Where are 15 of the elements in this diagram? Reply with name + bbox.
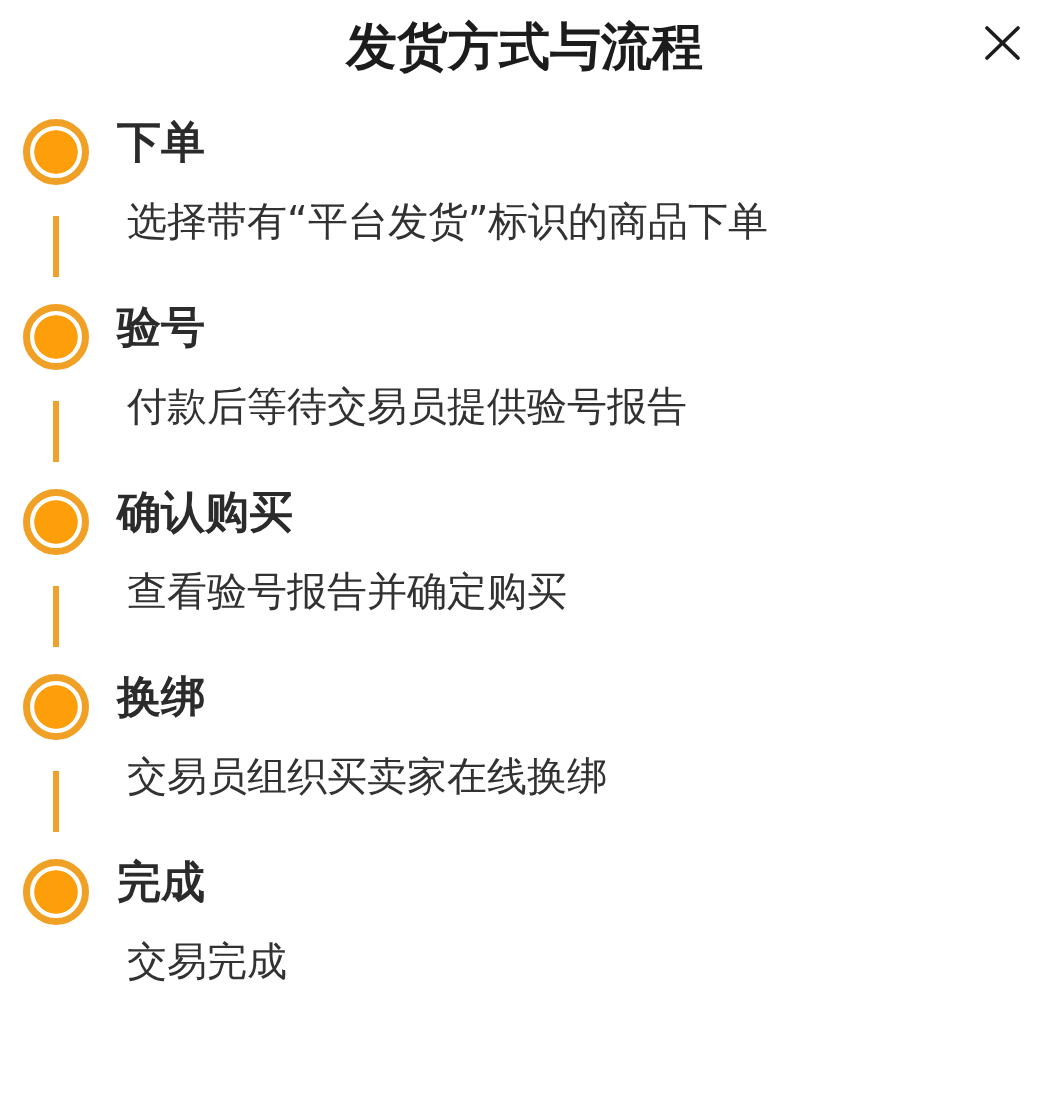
step-title: 换绑 [117, 671, 205, 723]
step-title: 完成 [117, 856, 205, 908]
connector-line [53, 216, 59, 277]
step-description: 查看验号报告并确定购买 [127, 567, 567, 615]
connector-line [53, 586, 59, 647]
connector-line [53, 401, 59, 462]
step-title: 验号 [117, 301, 205, 353]
page-title: 发货方式与流程 [346, 16, 703, 78]
connector-line [53, 771, 59, 832]
step-description: 选择带有“平台发货”标识的商品下单 [127, 197, 769, 245]
step-description: 交易完成 [127, 937, 287, 985]
step-description: 付款后等待交易员提供验号报告 [127, 382, 687, 430]
step-title: 确认购买 [117, 486, 293, 538]
step-title: 下单 [117, 116, 205, 168]
step-description: 交易员组织买卖家在线换绑 [127, 752, 607, 800]
